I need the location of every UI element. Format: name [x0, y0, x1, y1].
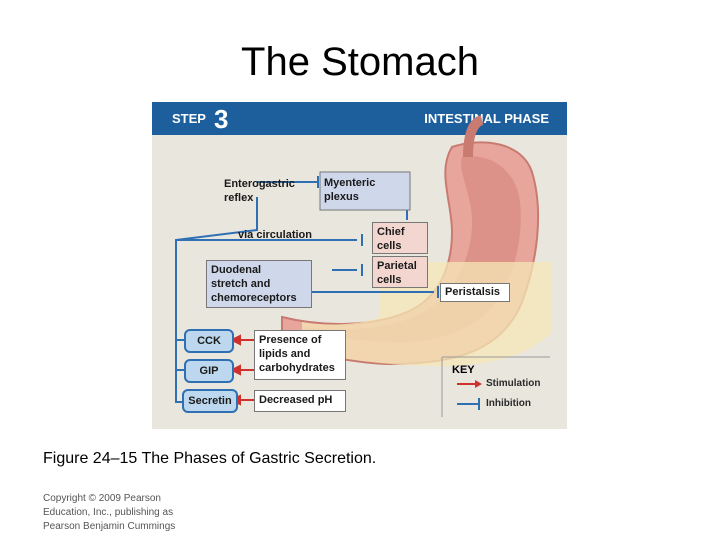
- phase-label: INTESTINAL PHASE: [424, 111, 549, 126]
- figure-header-bar: STEP 3 INTESTINAL PHASE: [152, 102, 567, 135]
- gastric-secretion-figure: STEP 3 INTESTINAL PHASE: [152, 102, 567, 429]
- key-inhibition-label: Inhibition: [486, 398, 531, 409]
- cck-box: CCK: [184, 329, 234, 353]
- gip-box: GIP: [184, 359, 234, 383]
- key-stimulation-label: Stimulation: [486, 378, 541, 389]
- copyright-notice: Copyright © 2009 Pearson Education, Inc.…: [43, 493, 176, 532]
- step-number: 3: [214, 104, 229, 134]
- decreased-ph-box: Decreased pH: [254, 390, 346, 412]
- myenteric-box-bg: [319, 171, 411, 211]
- figure-caption: Figure 24–15 The Phases of Gastric Secre…: [43, 450, 377, 467]
- key-panel: [441, 356, 550, 417]
- secretin-box: Secretin: [182, 389, 238, 413]
- via-circulation-label: via circulation: [238, 229, 312, 241]
- slide-title: The Stomach: [241, 40, 479, 84]
- inhibition-lines: [175, 181, 434, 403]
- inhibition-bars: [317, 176, 439, 298]
- peristalsis-box: Peristalsis: [440, 283, 510, 302]
- key-title: KEY: [452, 364, 475, 376]
- step-label: STEP: [172, 111, 206, 126]
